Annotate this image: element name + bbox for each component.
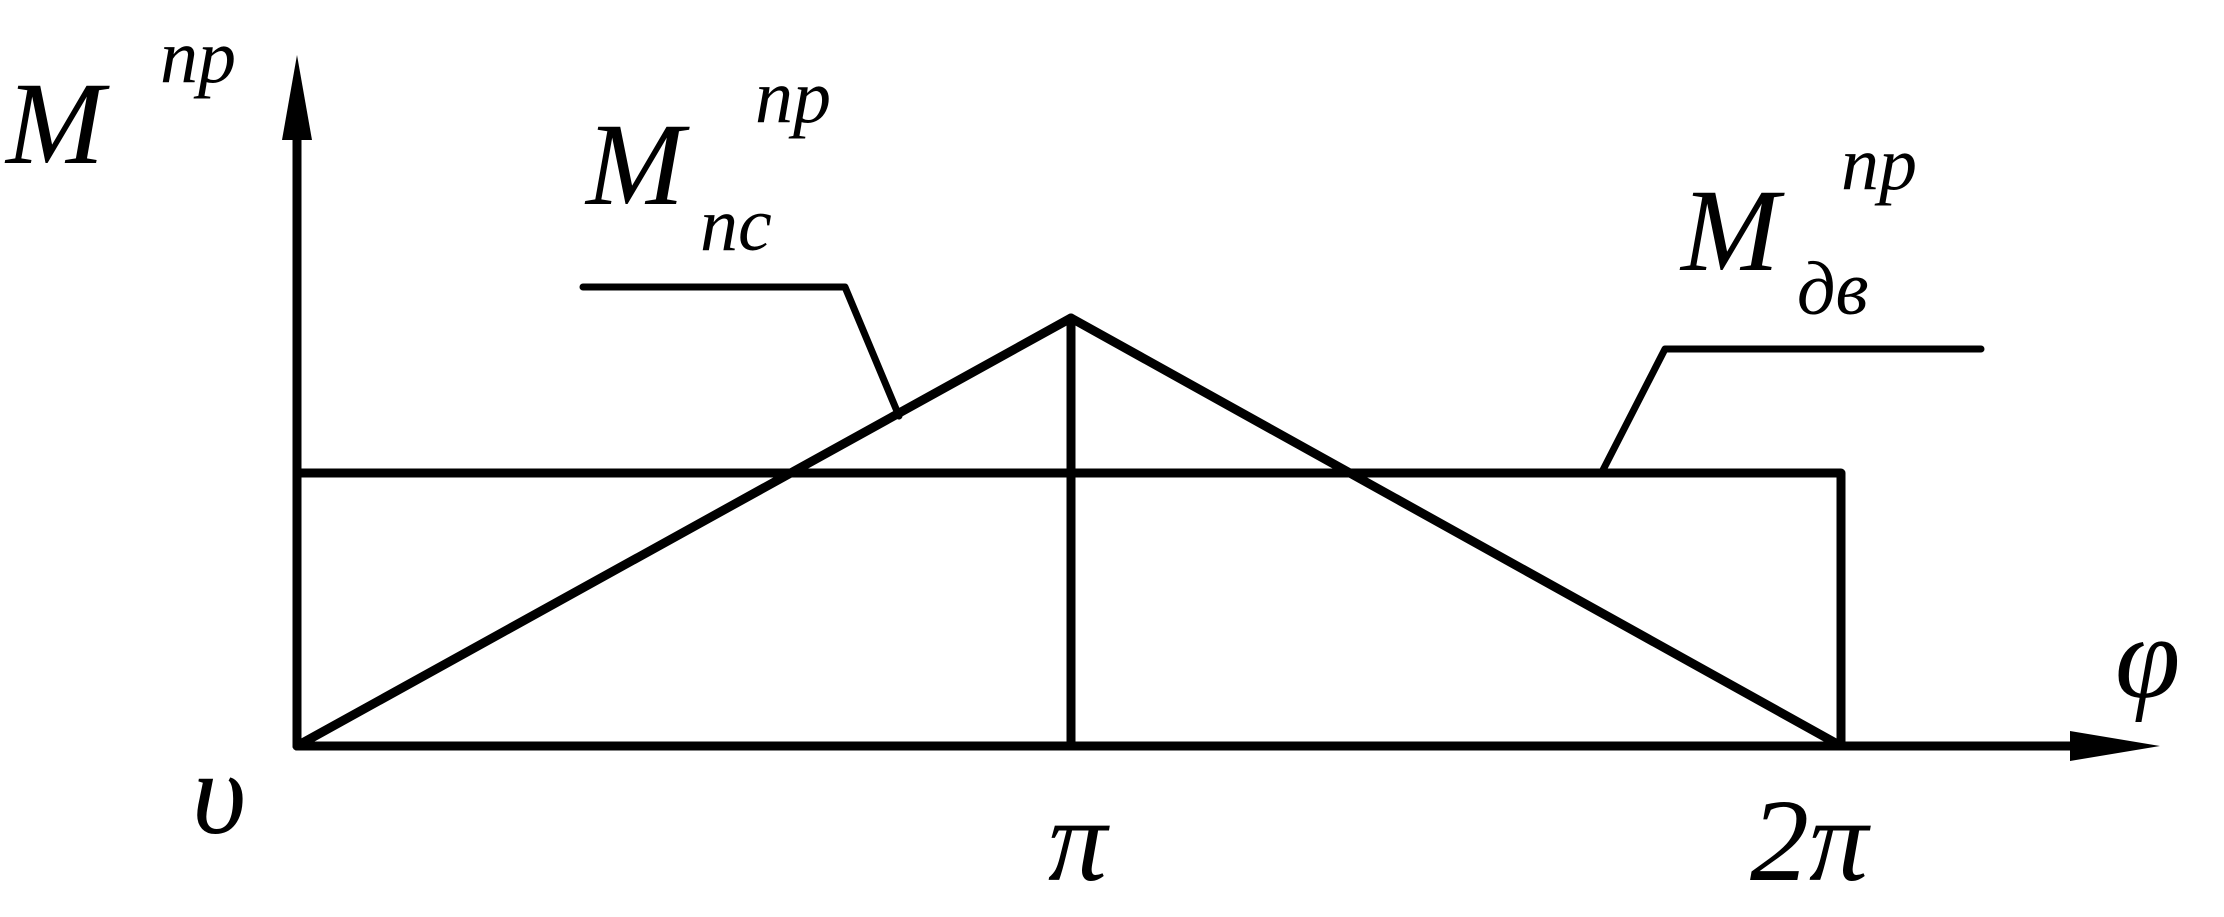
leader-line-resistance xyxy=(579,283,903,420)
x-axis xyxy=(292,731,2160,761)
tick-label-pi: π xyxy=(1048,775,1110,906)
resistance-torque-label: M пр пс xyxy=(584,55,835,267)
tick-label-2pi: 2π xyxy=(1750,775,1871,906)
y-axis-label: M пр xyxy=(4,15,236,189)
origin-label: υ xyxy=(192,728,246,859)
x-axis-arrowhead xyxy=(2070,731,2160,761)
driving-torque-label: M пр дв xyxy=(1679,122,1921,331)
y-axis-arrowhead xyxy=(282,55,312,140)
leader-line-driving xyxy=(1599,345,1985,474)
x-axis-label: φ xyxy=(2115,592,2180,723)
